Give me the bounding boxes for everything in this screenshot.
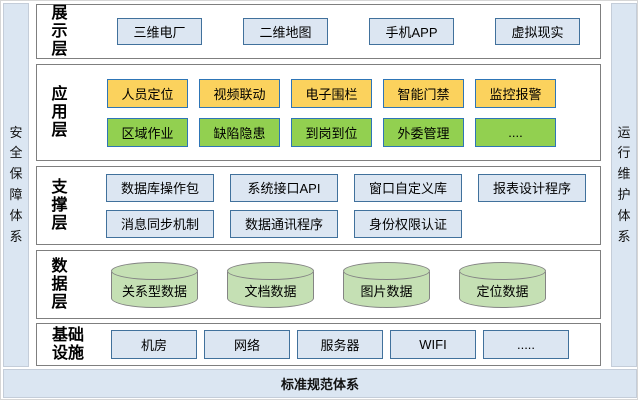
box-label: 视频联动 [213,86,266,102]
layer-row: 机房 网络 服务器 WIFI..... [37,330,600,359]
diagram-box: 人员定位 [107,78,188,108]
box-label: .... [508,124,523,140]
layer-row: 消息同步机制 数据通讯程序 身份权限认证 [37,209,600,238]
layer-panel-infrastructure: 基础设施 机房 网络 服务器 WIFI..... [36,323,601,366]
box-label: 机房 [140,338,167,353]
layer-row: 人员定位 视频联动 电子围栏 智能门禁 监控报警 [37,78,600,108]
box-label: 缺陷隐患 [213,125,266,141]
layer-rows: 机房 网络 服务器 WIFI..... [37,324,600,365]
diagram-box: 三维电厂 [117,18,202,45]
box-label: 人员定位 [121,86,174,102]
layer-label: 展示层 [51,4,68,58]
box-label: 报表设计程序 [492,181,571,196]
box-label: 身份权限认证 [368,217,447,232]
diagram-box: 数据库操作包 [106,173,214,202]
box-label: 关系型数据 [121,284,187,299]
diagram-box: 智能门禁 [383,78,464,108]
diagram-box: .... [475,117,556,147]
diagram-box: 电子围栏 [291,78,372,108]
box-label: WIFI [419,337,447,352]
diagram-box: 缺陷隐患 [199,117,280,147]
layer-row: 区域作业 缺陷隐患 到岗到位 外委管理.... [37,117,600,147]
diagram-box: 数据通讯程序 [230,209,338,238]
box-label: 数据通讯程序 [244,217,323,232]
box-label: 系统接口API [247,181,321,196]
layer-label: 基础设施 [51,326,84,362]
layer-panel-application: 应用层 人员定位 视频联动 电子围栏 智能门禁 监控报警区域作业 缺陷隐患 到岗到位 外委管理… [36,64,601,161]
box-label: 窗口自定义库 [368,181,447,196]
box-label: 电子围栏 [305,86,358,102]
box-label: 网络 [233,338,260,353]
layer-rows: 数据库操作包 系统接口API 窗口自定义库 报表设计程序消息同步机制 数据通讯程序 身份权… [37,167,600,244]
box-label: 手机APP [385,25,438,40]
diagram-box: 视频联动 [199,78,280,108]
box-label: 文档数据 [244,284,297,299]
diagram-box: 消息同步机制 [106,209,214,238]
box-label: 图片数据 [360,284,413,299]
right-sidebar-label: 运行维护体系 [617,124,631,244]
database-cylinder: 关系型数据 [111,261,198,308]
box-label: 数据库操作包 [120,181,199,196]
box-label: 智能门禁 [397,86,450,102]
layer-row: 三维电厂 二维地图 手机APP 虚拟现实 [37,18,600,45]
diagram-box: 服务器 [297,330,383,359]
diagram-box: 二维地图 [243,18,328,45]
diagram-box: ..... [483,330,569,359]
box-label: 二维地图 [259,25,312,40]
diagram-box: 监控报警 [475,78,556,108]
diagram-box: 区域作业 [107,117,188,147]
box-label: 到岗到位 [305,125,358,141]
layer-label: 应用层 [51,85,68,139]
box-label: 三维电厂 [133,25,186,40]
box-label: 服务器 [320,338,360,353]
box-label: 消息同步机制 [120,217,199,232]
diagram-box: 手机APP [369,18,454,45]
diagram-box: 机房 [111,330,197,359]
diagram-box: 虚拟现实 [495,18,580,45]
bottom-bar-label: 标准规范体系 [280,377,359,392]
layer-row: 关系型数据 文档数据 图片数据 定位数据 [37,261,600,308]
diagram-box: 身份权限认证 [354,209,462,238]
diagram-box: 报表设计程序 [478,173,586,202]
box-label: 外委管理 [397,125,450,141]
diagram-box: 网络 [204,330,290,359]
box-label: 监控报警 [489,86,542,102]
box-label: 区域作业 [121,125,174,141]
database-cylinder: 文档数据 [227,261,314,308]
diagram-box: 窗口自定义库 [354,173,462,202]
layer-row: 数据库操作包 系统接口API 窗口自定义库 报表设计程序 [37,173,600,202]
layer-rows: 人员定位 视频联动 电子围栏 智能门禁 监控报警区域作业 缺陷隐患 到岗到位 外委管理.... [37,65,600,160]
box-label: ..... [516,337,536,352]
bottom-bar-standards: 标准规范体系 [3,369,637,398]
left-sidebar-security-assurance: 安全保障体系 [3,3,29,367]
diagram-box: 外委管理 [383,117,464,147]
layer-panel-display: 展示层 三维电厂 二维地图 手机APP 虚拟现实 [36,4,601,59]
database-cylinder: 定位数据 [459,261,546,308]
right-sidebar-operation-maintenance: 运行维护体系 [611,3,637,367]
box-label: 定位数据 [476,284,529,299]
database-cylinder: 图片数据 [343,261,430,308]
left-sidebar-label: 安全保障体系 [9,124,23,244]
layer-panel-data: 数据层 关系型数据 文档数据 图片数据 定位数据 [36,250,601,319]
layer-panel-support: 支撑层 数据库操作包 系统接口API 窗口自定义库 报表设计程序消息同步机制 数据通讯程… [36,166,601,245]
layer-rows: 三维电厂 二维地图 手机APP 虚拟现实 [37,5,600,58]
diagram-box: WIFI [390,330,476,359]
layer-label: 数据层 [51,257,68,311]
diagram-box: 系统接口API [230,173,338,202]
layer-label: 支撑层 [51,178,68,232]
box-label: 虚拟现实 [511,25,564,40]
diagram-box: 到岗到位 [291,117,372,147]
layer-rows: 关系型数据 文档数据 图片数据 定位数据 [37,251,600,318]
